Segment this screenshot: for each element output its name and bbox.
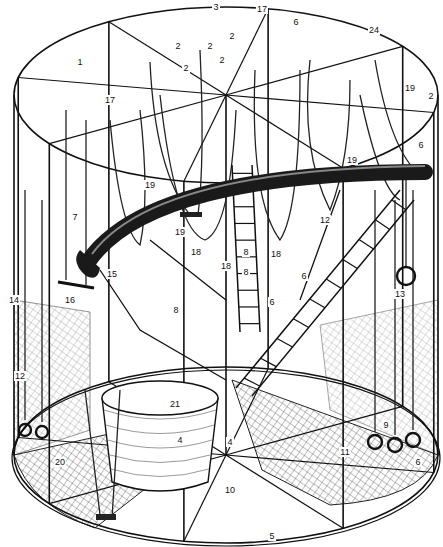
frame-tube <box>244 378 260 386</box>
callout-number: 4 <box>176 435 183 445</box>
frame-tube <box>310 299 325 308</box>
callout-number: 7 <box>71 212 78 222</box>
frame-tube <box>234 206 254 207</box>
callout-number: 21 <box>169 399 181 409</box>
frame-tube <box>402 46 404 406</box>
callout-number: 19 <box>144 180 156 190</box>
callout-number: 2 <box>182 63 189 73</box>
callout-number: 18 <box>220 261 232 271</box>
base-rim <box>12 370 440 546</box>
callout-number: 8 <box>242 247 249 257</box>
frame-tube <box>433 112 435 472</box>
frame-tube <box>108 22 110 382</box>
frame-tube <box>326 279 341 288</box>
frame-tube <box>226 95 343 168</box>
frame-tube <box>238 290 258 291</box>
callout-number: 3 <box>212 2 219 12</box>
callout-number: 18 <box>270 249 282 259</box>
callout-number: 13 <box>394 289 406 299</box>
frame-tube <box>109 22 226 95</box>
callout-number: 6 <box>292 17 299 27</box>
frame-tube <box>226 369 268 455</box>
frame-tube <box>232 173 252 174</box>
frame-tube <box>261 358 277 366</box>
callout-number: 17 <box>104 95 116 105</box>
frame-tube <box>226 455 343 528</box>
frame-tube <box>342 168 344 528</box>
callout-number: 16 <box>64 295 76 305</box>
callout-number: 8 <box>242 267 249 277</box>
callout-number: 2 <box>427 91 434 101</box>
frame-tube <box>236 240 256 241</box>
frame-tube <box>18 78 226 95</box>
callout-number: 19 <box>346 155 358 165</box>
callout-number: 19 <box>174 227 186 237</box>
swing-seat <box>96 514 116 520</box>
callout-number: 2 <box>228 31 235 41</box>
callout-number: 17 <box>256 4 268 14</box>
frame-tube <box>226 46 403 95</box>
callout-number: 24 <box>368 25 380 35</box>
frame-tube <box>184 95 226 181</box>
callout-number: 6 <box>268 297 275 307</box>
callout-number: 18 <box>190 247 202 257</box>
callout-number: 2 <box>206 41 213 51</box>
callout-number: 14 <box>8 295 20 305</box>
callout-number: 2 <box>218 55 225 65</box>
ladders <box>232 165 414 396</box>
callout-number: 15 <box>106 269 118 279</box>
callout-number: 12 <box>319 215 331 225</box>
frame-tube <box>17 78 19 438</box>
callout-number: 5 <box>268 531 275 541</box>
frame-tube <box>240 323 260 324</box>
frame-tube <box>49 95 226 144</box>
callout-number: 2 <box>174 41 181 51</box>
frame-tube <box>293 319 308 328</box>
callout-number: 8 <box>172 305 179 315</box>
slide <box>88 172 425 262</box>
callout-number: 19 <box>404 83 416 93</box>
frame-tube <box>226 455 434 472</box>
frame-tube <box>437 95 439 455</box>
callout-number: 10 <box>224 485 236 495</box>
frame-tube <box>226 9 268 95</box>
callout-number: 4 <box>226 437 233 447</box>
frame-tube <box>239 306 259 307</box>
callout-number: 12 <box>14 371 26 381</box>
slide-end <box>76 250 100 278</box>
frame-tube <box>225 95 227 455</box>
callout-number: 6 <box>300 271 307 281</box>
slide-edge <box>92 166 425 254</box>
callout-number: 1 <box>76 57 83 67</box>
swing-seat <box>180 212 202 217</box>
frame-tube <box>235 223 255 224</box>
callout-number: 20 <box>54 457 66 467</box>
callout-number: 11 <box>339 447 350 457</box>
frame-tube <box>277 339 293 348</box>
side-net <box>320 300 438 455</box>
frame-tube <box>392 200 406 210</box>
trapeze-bar <box>58 282 94 288</box>
frame-tube <box>13 95 15 455</box>
frame-tube <box>48 144 50 504</box>
callout-number: 9 <box>382 420 389 430</box>
frame-tube <box>343 259 358 268</box>
frame-tube <box>375 220 389 230</box>
ropes <box>25 50 420 518</box>
frame-tube <box>226 406 403 455</box>
callout-number: 6 <box>414 457 421 467</box>
frame-tube <box>359 240 374 250</box>
callout-number: 6 <box>417 140 424 150</box>
